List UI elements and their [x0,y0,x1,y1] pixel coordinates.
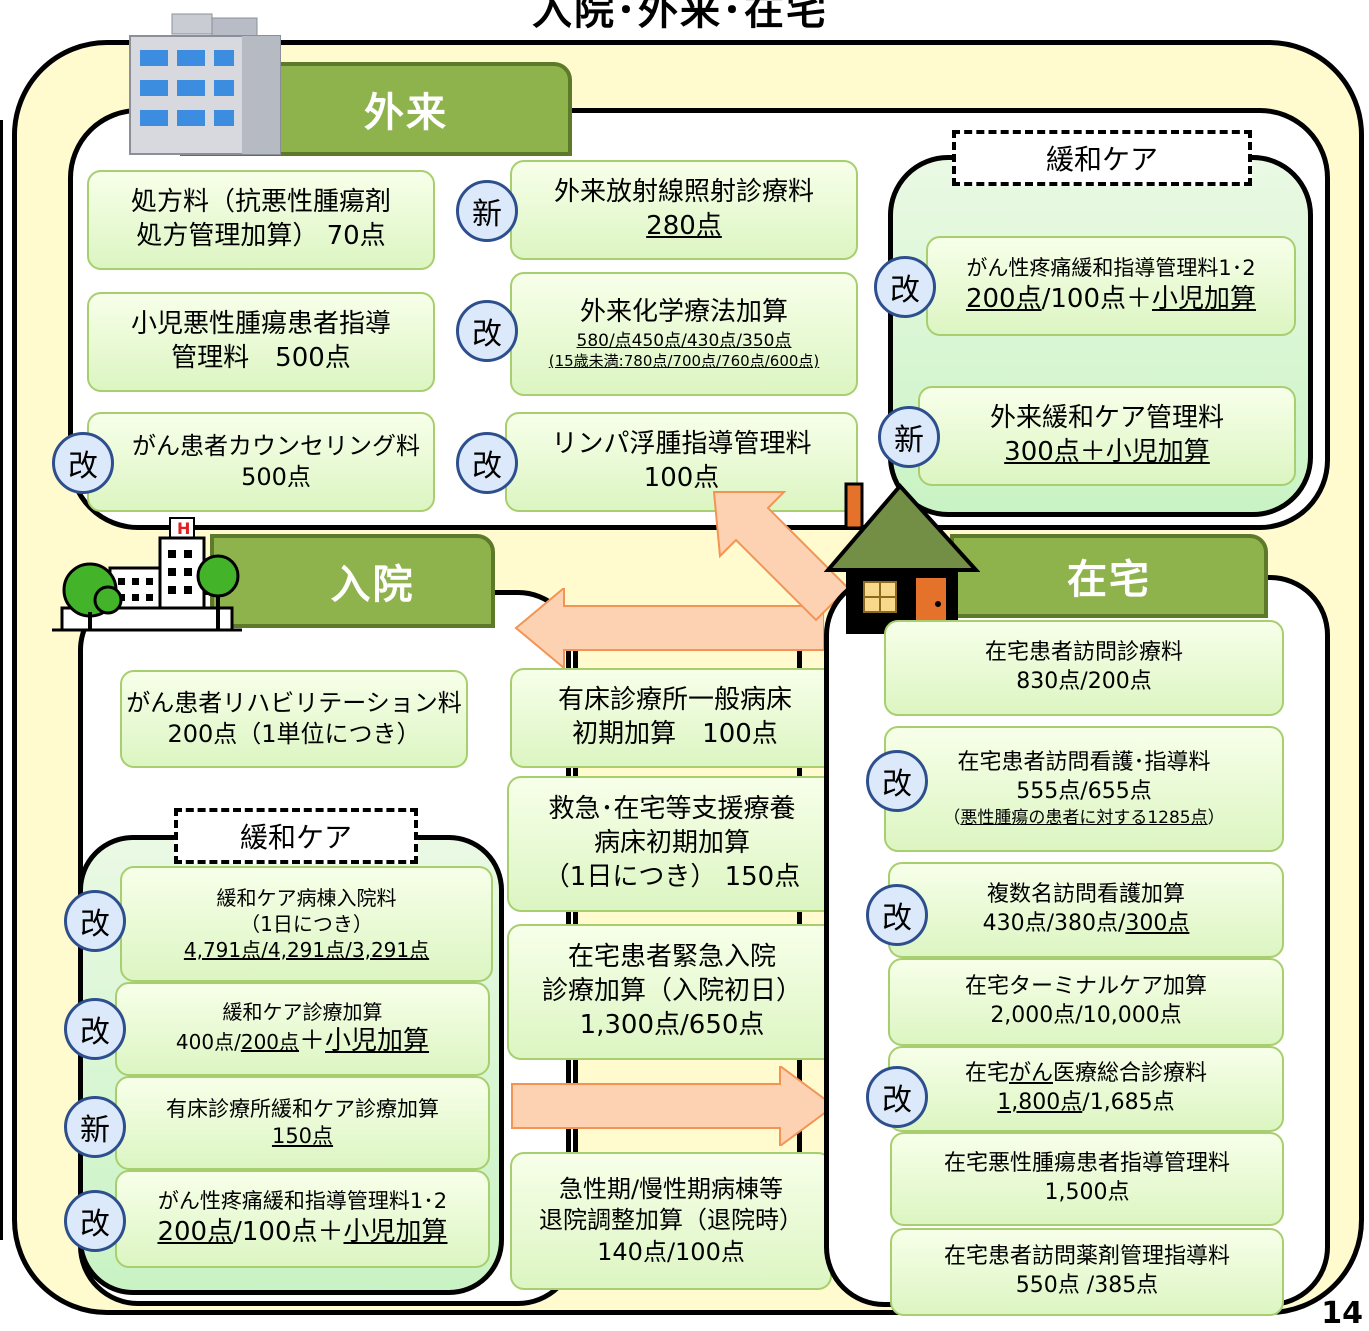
page-title: 入院･外来･在宅 [532,0,828,34]
home-item-malignant-tumor: 在宅悪性腫瘍患者指導管理料 1,500点 [890,1132,1284,1226]
revised-badge: 改 [52,432,114,494]
home-item-visit-consult: 在宅患者訪問診療料 830点/200点 [884,620,1284,716]
svg-text:H: H [177,519,190,538]
hospital-icon: H [52,517,242,632]
new-badge: 新 [878,406,940,468]
revised-badge: 改 [866,750,928,812]
outpatient-item-pediatric-tumor: 小児悪性腫瘍患者指導 管理料 500点 [87,292,435,392]
revised-badge: 改 [64,1190,126,1252]
middle-divider-left [566,640,571,1200]
revised-badge: 改 [866,884,928,946]
home-item-terminal-care: 在宅ターミナルケア加算 2,000点/10,000点 [888,958,1284,1046]
revised-badge: 改 [64,890,126,952]
outpatient-item-counseling: がん患者カウンセリング料 500点 [87,412,435,512]
outpatient-item-chemotherapy: 外来化学療法加算 580/点450点/430点/350点 (15歳未満:780点… [510,272,858,396]
middle-item-home-emergency-admission: 在宅患者緊急入院 診療加算（入院初日） 1,300点/650点 [507,924,837,1060]
revised-badge: 改 [64,998,126,1060]
office-building-icon [129,13,281,155]
inpatient-palliative-item-ward: 緩和ケア病棟入院料 （1日につき） 4,791点/4,291点/3,291点 [120,866,493,982]
inpatient-item-rehabilitation: がん患者リハビリテーション料 200点（1単位につき） [120,670,468,768]
outpatient-palliative-item-management: 外来緩和ケア管理料 300点＋小児加算 [918,386,1296,486]
inpatient-palliative-item-clinic: 有床診療所緩和ケア診療加算 150点 [115,1076,490,1170]
new-badge: 新 [64,1096,126,1158]
home-item-cancer-comprehensive: 在宅がん医療総合診療料 1,800点/1,685点 [888,1046,1284,1132]
page-number: 14 [1321,1296,1363,1331]
left-edge-line [0,120,4,1240]
middle-divider-right [797,640,802,1200]
home-item-medication: 在宅患者訪問薬剤管理指導料 550点 /385点 [890,1228,1284,1316]
revised-badge: 改 [874,256,936,318]
revised-badge: 改 [866,1066,928,1128]
middle-item-emergency-support: 救急･在宅等支援療養 病床初期加算 （1日につき） 150点 [507,776,837,912]
inpatient-palliative-item-consult: 緩和ケア診療加算 400点/200点＋小児加算 [115,982,490,1076]
home-item-multi-nurse: 複数名訪問看護加算 430点/380点/300点 [888,862,1284,958]
inpatient-label: 入院 [330,562,415,608]
inpatient-tab: 入院 [210,534,495,628]
middle-item-clinic-initial: 有床診療所一般病床 初期加算 100点 [510,668,840,768]
house-icon [824,482,980,634]
outpatient-palliative-item-pain: がん性疼痛緩和指導管理料1･2 200点/100点＋小児加算 [926,236,1296,336]
middle-item-discharge-adjustment: 急性期/慢性期病棟等 退院調整加算（退院時） 140点/100点 [510,1152,832,1290]
outpatient-palliative-label: 緩和ケア [952,130,1252,186]
inpatient-palliative-label: 緩和ケア [174,808,418,864]
outpatient-label: 外来 [364,90,448,136]
arrow-home-to-inpatient [514,588,824,668]
outpatient-item-radiation: 外来放射線照射診療料 280点 [510,160,858,260]
home-item-visit-nursing: 在宅患者訪問看護･指導料 555点/655点 （悪性腫瘍の患者に対する1285点… [884,726,1284,852]
outpatient-item-prescription: 処方料（抗悪性腫瘍剤 処方管理加算） 70点 [87,170,435,270]
arrow-inpatient-to-home [511,1066,836,1146]
revised-badge: 改 [456,432,518,494]
home-label: 在宅 [1067,557,1151,603]
revised-badge: 改 [456,300,518,362]
new-badge: 新 [456,180,518,242]
inpatient-palliative-item-pain: がん性疼痛緩和指導管理料1･2 200点/100点＋小児加算 [115,1170,490,1268]
home-tab: 在宅 [950,534,1268,618]
